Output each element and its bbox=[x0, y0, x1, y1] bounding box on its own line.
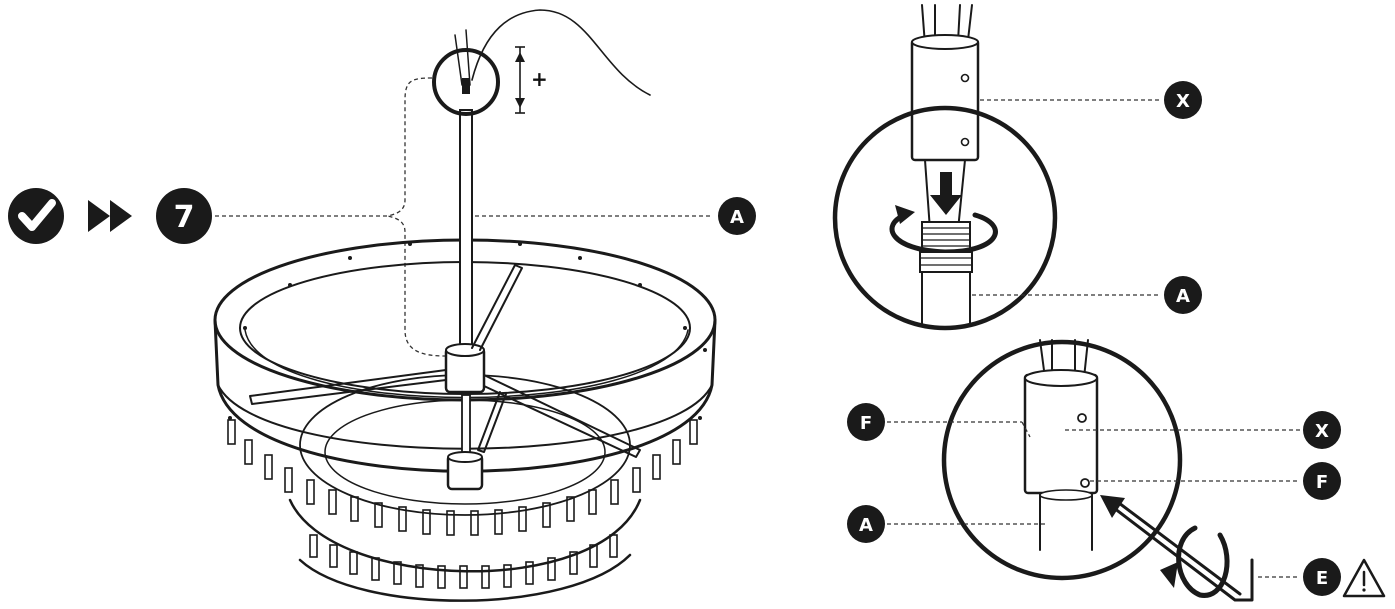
svg-text:E: E bbox=[1316, 568, 1328, 589]
set-screw-detail bbox=[941, 339, 1183, 581]
svg-text:A: A bbox=[1176, 286, 1190, 307]
label-badge-rod-detail: A bbox=[847, 505, 885, 543]
svg-text:A: A bbox=[859, 515, 873, 536]
plus-symbol: + bbox=[531, 67, 548, 91]
svg-text:A: A bbox=[730, 207, 744, 228]
allen-key-icon bbox=[1100, 495, 1254, 602]
fast-forward-icon bbox=[88, 200, 132, 232]
step-number: 7 bbox=[174, 200, 195, 235]
step-number-badge: 7 bbox=[156, 188, 212, 244]
label-badge-coupler-detail: X bbox=[1303, 411, 1341, 449]
label-badge-main-rod: A bbox=[718, 197, 756, 235]
coupler-threading-detail bbox=[832, 4, 1058, 331]
check-icon bbox=[8, 188, 64, 244]
svg-text:X: X bbox=[1315, 421, 1329, 442]
chandelier-illustration bbox=[213, 9, 717, 602]
label-badge-lower-rod: A bbox=[1164, 276, 1202, 314]
warning-icon bbox=[1342, 558, 1386, 598]
svg-text:F: F bbox=[1316, 472, 1328, 493]
svg-text:F: F bbox=[860, 413, 872, 434]
step-indicator: 7 bbox=[8, 188, 390, 244]
label-badge-set-screw-left: F bbox=[847, 403, 885, 441]
svg-text:X: X bbox=[1176, 91, 1190, 112]
label-badge-allen-key: E bbox=[1303, 558, 1341, 596]
label-badge-coupler: X bbox=[1164, 81, 1202, 119]
height-adjust-indicator: + bbox=[515, 46, 548, 114]
label-badge-set-screw-right: F bbox=[1303, 462, 1341, 500]
